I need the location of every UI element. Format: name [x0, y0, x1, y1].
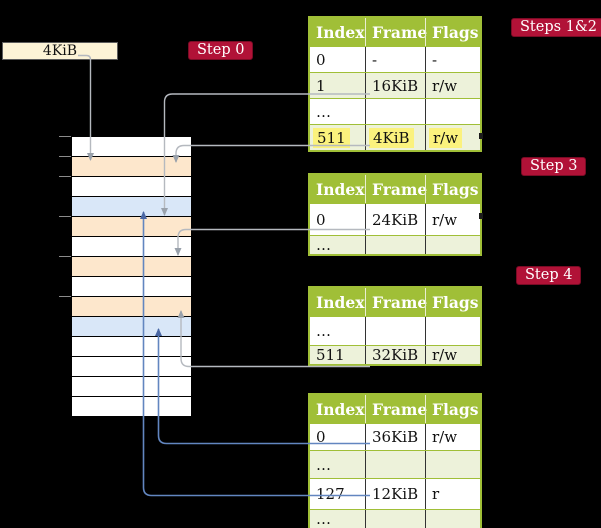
cell-index: 127: [316, 485, 345, 503]
page-table-step-3: Index Frame Flags 0 24KiB r/w …: [308, 173, 482, 256]
column-header-flags: Flags: [425, 288, 480, 316]
cell-index: 511: [316, 346, 345, 364]
table-header-row: Index Frame Flags: [310, 175, 480, 203]
cell-index: …: [316, 102, 331, 121]
cell-frame: 4KiB: [365, 125, 425, 150]
frame-boundary-tick: [59, 176, 71, 177]
row-marker: [479, 133, 483, 139]
cell-frame: 36KiB: [365, 424, 425, 450]
memory-frame-row-8: [72, 296, 191, 316]
memory-frame-row-9: [72, 316, 191, 336]
table-row-ellipsis: …: [310, 316, 480, 345]
table-row: 1 16KiB r/w: [310, 72, 480, 98]
column-header-index: Index: [316, 22, 365, 42]
cell-frame: [365, 510, 425, 528]
table-row-ellipsis: …: [310, 235, 480, 254]
column-header-frame: Frame: [365, 18, 427, 46]
page-table-steps-1-2: Index Frame Flags 0 - - 1 16KiB r/w … 51…: [308, 16, 482, 152]
cell-frame: 24KiB: [365, 204, 425, 235]
memory-frame-row-6: [72, 256, 191, 276]
column-header-frame: Frame: [365, 288, 427, 316]
row-marker: [479, 213, 483, 219]
cell-flags: [425, 510, 480, 528]
cell-index: …: [316, 455, 331, 474]
cell-index: …: [316, 236, 331, 254]
cell-frame: [365, 236, 425, 254]
cell-flags: r: [425, 479, 480, 509]
memory-frame-row-2: [72, 176, 191, 196]
memory-frame-row-5: [72, 236, 191, 256]
memory-frame-row-3: [72, 196, 191, 216]
memory-frame-row-11: [72, 356, 191, 376]
memory-frame-row-1: [72, 156, 191, 176]
cell-index: …: [316, 510, 331, 528]
column-header-index: Index: [316, 292, 365, 312]
memory-frame-row-0: [72, 136, 191, 156]
cell-frame: 16KiB: [365, 73, 425, 98]
cell-flags: r/w: [425, 73, 480, 98]
frame-boundary-tick: [59, 256, 71, 257]
badge-steps-1-2: Steps 1&2: [511, 18, 601, 37]
cell-index: …: [316, 322, 331, 340]
cell-frame: 32KiB: [365, 346, 425, 364]
table-header-row: Index Frame Flags: [310, 18, 480, 46]
cell-frame: [365, 451, 425, 478]
table-header-row: Index Frame Flags: [310, 288, 480, 316]
table-row: 511 32KiB r/w: [310, 345, 480, 364]
memory-frame-row-7: [72, 276, 191, 296]
column-header-flags: Flags: [425, 395, 480, 423]
cell-flags: [425, 317, 480, 345]
memory-frame-row-12: [72, 376, 191, 396]
badge-step-3: Step 3: [521, 157, 587, 176]
cell-flags: [425, 99, 480, 124]
column-header-frame: Frame: [365, 395, 427, 423]
memory-frame-row-13: [72, 396, 191, 416]
cell-index: 0: [316, 210, 326, 229]
table-row-ellipsis: …: [310, 509, 480, 528]
table-row: 127 12KiB r: [310, 478, 480, 509]
page-table-step-4: Index Frame Flags … 511 32KiB r/w: [308, 286, 482, 366]
table-row: 0 24KiB r/w: [310, 203, 480, 235]
frame-boundary-tick: [59, 216, 71, 217]
cell-frame: [365, 99, 425, 124]
cell-index: 1: [316, 76, 326, 95]
badge-step-0: Step 0: [188, 41, 254, 60]
table-row-highlighted: 511 4KiB r/w: [310, 124, 480, 150]
frame-size-label-box: 4KiB: [2, 42, 118, 60]
cell-flags: r/w: [425, 346, 480, 364]
cell-index: 0: [316, 50, 326, 69]
table-row-ellipsis: …: [310, 98, 480, 124]
cell-flags: r/w: [425, 125, 480, 150]
table-row: 0 36KiB r/w: [310, 423, 480, 450]
cell-flags: r/w: [425, 424, 480, 450]
cell-frame: -: [365, 47, 425, 72]
cell-frame: 12KiB: [365, 479, 425, 509]
physical-memory-column: [59, 136, 192, 417]
cell-flags: -: [425, 47, 480, 72]
frame-boundary-tick: [59, 156, 71, 157]
table-row: 0 - -: [310, 46, 480, 72]
table-row-ellipsis: …: [310, 450, 480, 478]
cell-index: 0: [316, 428, 326, 446]
cell-frame: [365, 317, 425, 345]
table-header-row: Index Frame Flags: [310, 395, 480, 423]
memory-frame-row-4: [72, 216, 191, 236]
column-header-flags: Flags: [425, 175, 480, 203]
column-header-flags: Flags: [425, 18, 480, 46]
column-header-index: Index: [316, 399, 365, 419]
cell-flags: [425, 236, 480, 254]
cell-flags: [425, 451, 480, 478]
badge-step-4: Step 4: [516, 266, 582, 285]
cell-flags: r/w: [425, 204, 480, 235]
column-header-index: Index: [316, 179, 365, 199]
column-header-frame: Frame: [365, 175, 427, 203]
frame-boundary-tick: [59, 296, 71, 297]
page-table-final-level: Index Frame Flags 0 36KiB r/w … 127 12Ki…: [308, 393, 482, 528]
frame-boundary-tick: [59, 136, 71, 137]
memory-frame-row-10: [72, 336, 191, 356]
cell-index: 511: [310, 125, 365, 150]
